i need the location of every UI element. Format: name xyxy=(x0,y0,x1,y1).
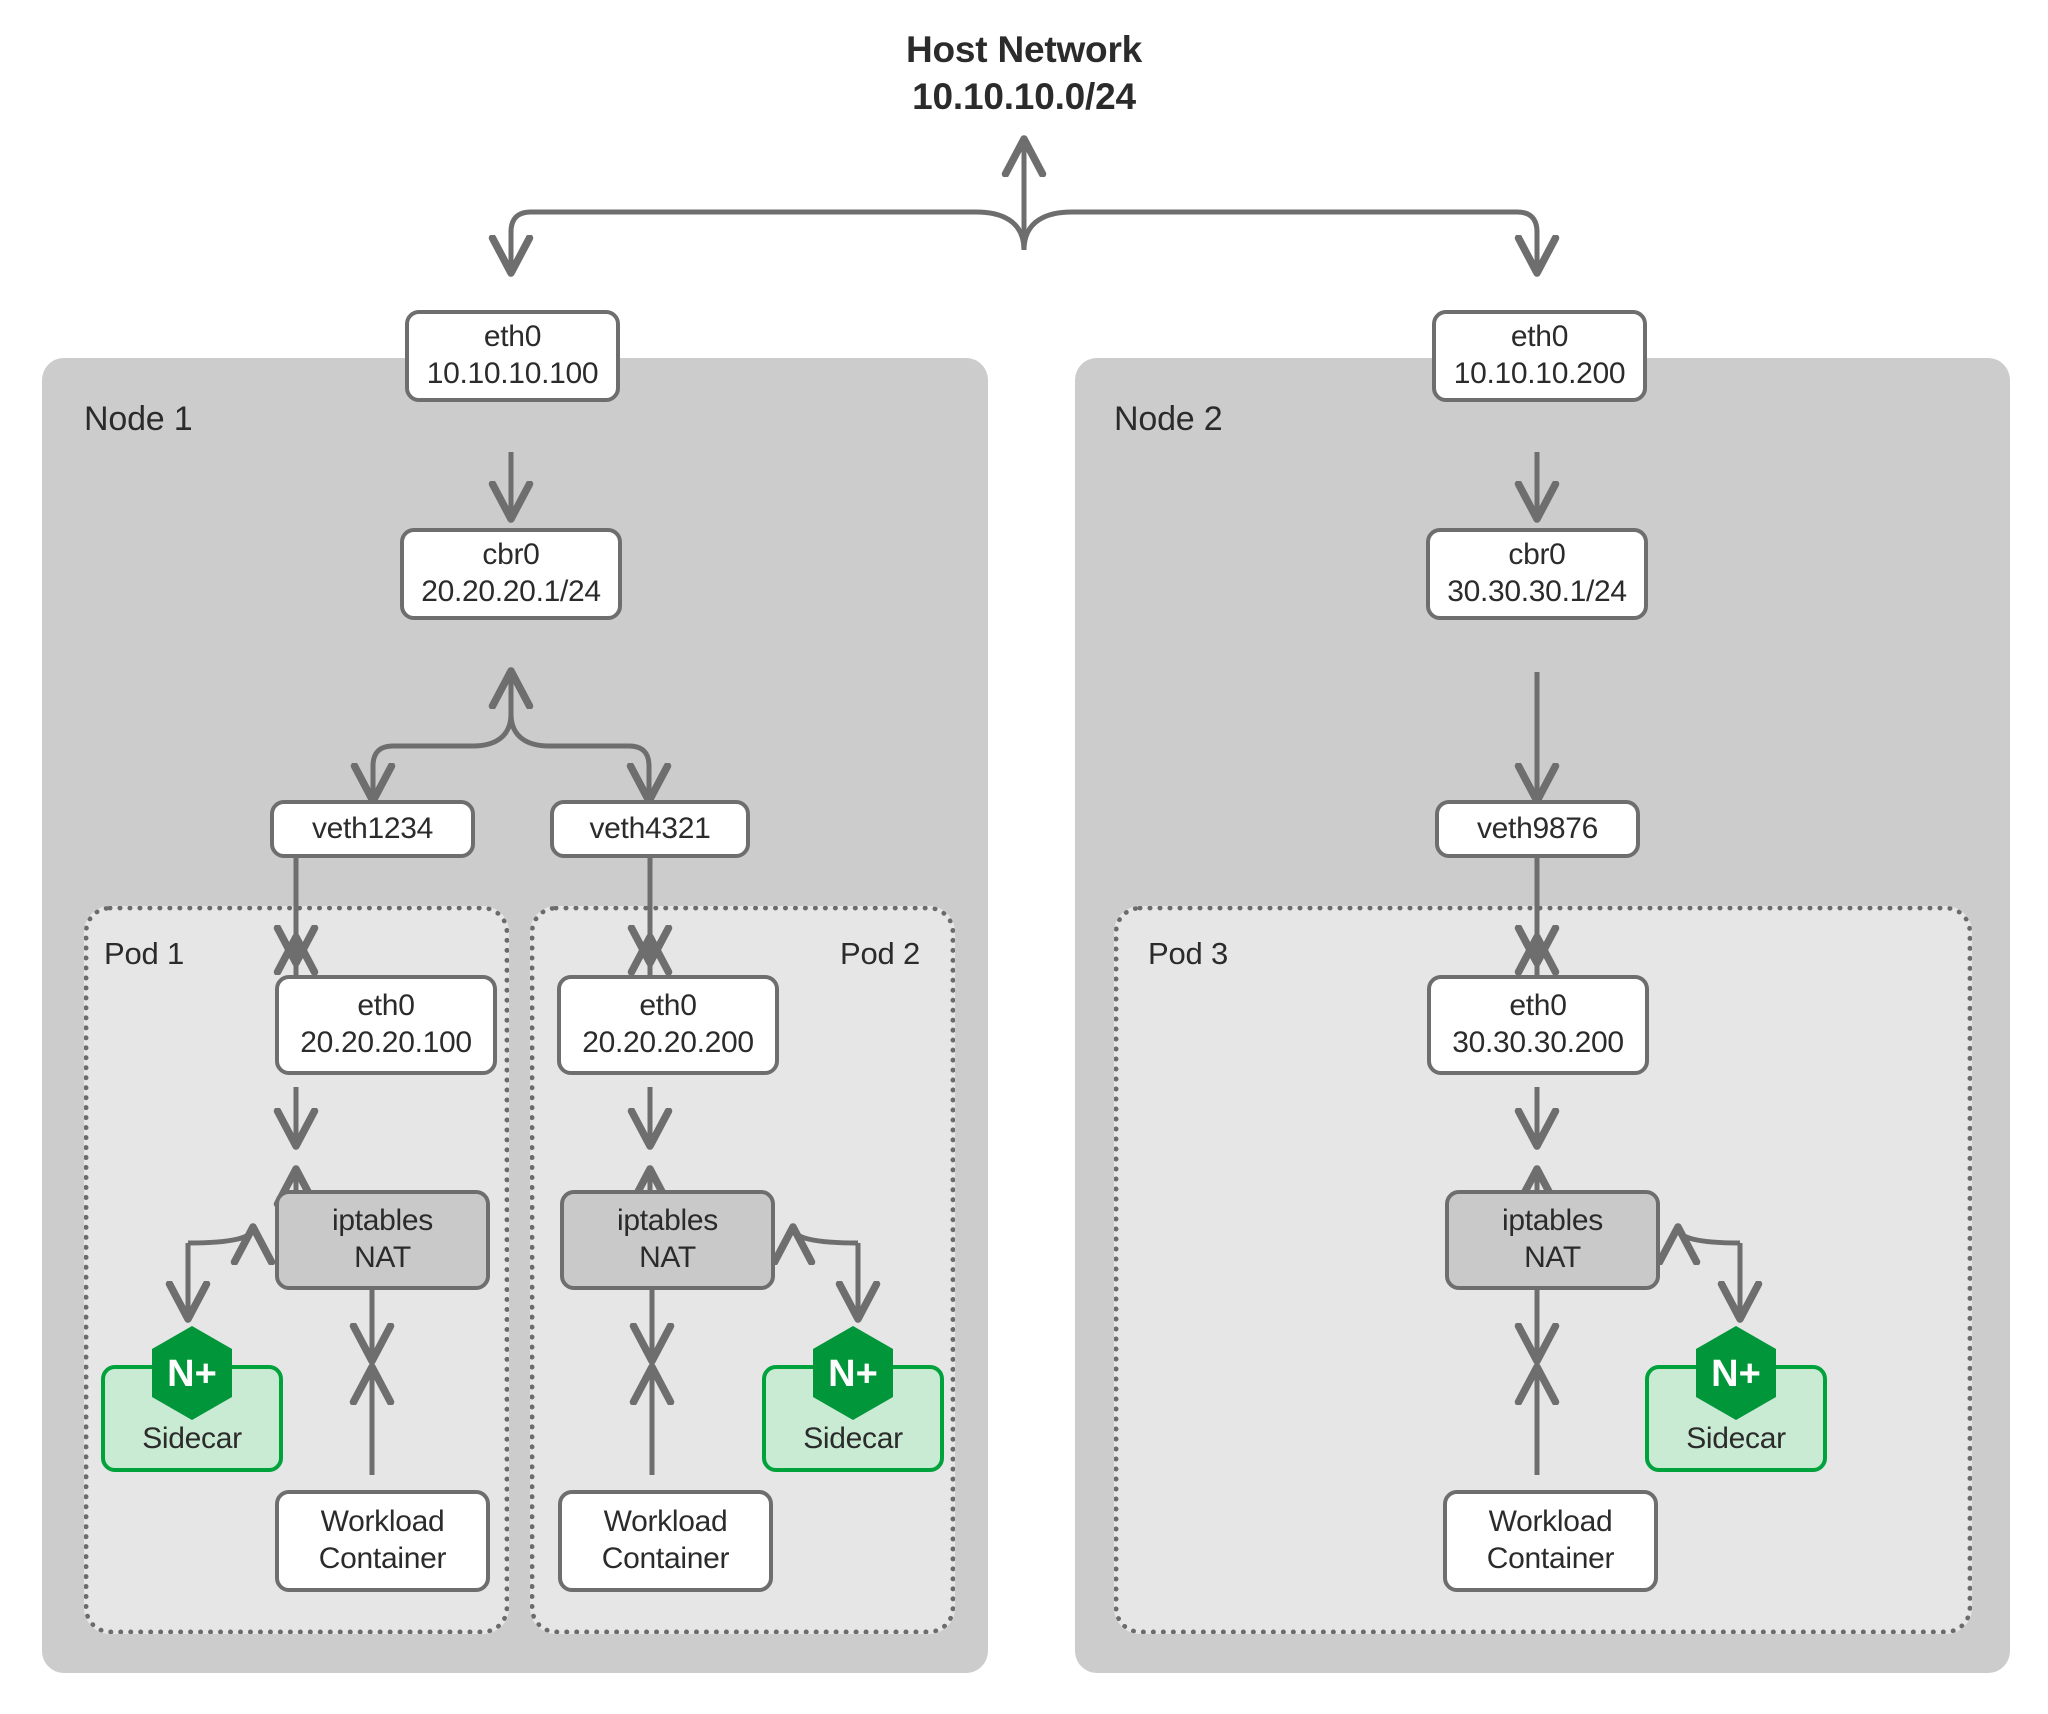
pod3-workload-line2: Container xyxy=(1486,1542,1615,1575)
node2-cbr0-ip: 30.30.30.1/24 xyxy=(1447,575,1627,608)
pod1-iptables-line2: NAT xyxy=(354,1241,411,1274)
pod1-sidecar-label: Sidecar xyxy=(142,1422,242,1455)
svg-text:N+: N+ xyxy=(828,1353,878,1395)
svg-text:N+: N+ xyxy=(1711,1353,1761,1395)
node2-cbr0-name: cbr0 xyxy=(1508,538,1566,572)
node1-eth0-ip: 10.10.10.100 xyxy=(426,357,599,390)
node1-cbr0-name: cbr0 xyxy=(482,538,540,572)
pod1-eth0-box[interactable]: eth0 20.20.20.100 xyxy=(275,975,497,1075)
pod3-workload-line1: Workload xyxy=(1488,1505,1613,1539)
host-network-title-line2: 10.10.10.0/24 xyxy=(912,76,1136,118)
pod2-iptables-line1: iptables xyxy=(616,1204,718,1238)
node2-eth0-ip: 10.10.10.200 xyxy=(1453,357,1626,390)
host-network-title: Host Network 10.10.10.0/24 xyxy=(0,26,2048,121)
node2-veth9876-label: veth9876 xyxy=(1476,811,1599,845)
node2-veth9876-box[interactable]: veth9876 xyxy=(1435,800,1640,858)
node-label-1: Node 1 xyxy=(84,400,193,438)
pod1-eth0-name: eth0 xyxy=(357,989,415,1023)
pod3-sidecar-label: Sidecar xyxy=(1686,1422,1786,1455)
node1-eth0-box[interactable]: eth0 10.10.10.100 xyxy=(405,310,620,402)
pod3-iptables-nat-box[interactable]: iptables NAT xyxy=(1445,1190,1660,1290)
pod2-workload-line1: Workload xyxy=(603,1505,728,1539)
host-network-title-line1: Host Network xyxy=(905,29,1143,70)
pod2-eth0-name: eth0 xyxy=(639,989,697,1023)
pod-label-3: Pod 3 xyxy=(1148,936,1229,971)
node2-eth0-box[interactable]: eth0 10.10.10.200 xyxy=(1432,310,1647,402)
pod3-iptables-line1: iptables xyxy=(1501,1204,1603,1238)
pod1-eth0-ip: 20.20.20.100 xyxy=(300,1026,472,1059)
node2-cbr0-box[interactable]: cbr0 30.30.30.1/24 xyxy=(1426,528,1648,620)
pod3-iptables-line2: NAT xyxy=(1524,1241,1581,1274)
pod1-workload-line1: Workload xyxy=(320,1505,445,1539)
pod3-eth0-ip: 30.30.30.200 xyxy=(1452,1026,1624,1059)
pod3-eth0-name: eth0 xyxy=(1509,989,1567,1023)
node1-cbr0-box[interactable]: cbr0 20.20.20.1/24 xyxy=(400,528,622,620)
pod1-workload-container-box[interactable]: Workload Container xyxy=(275,1490,490,1592)
nginx-plus-hexagon-icon: N+ xyxy=(149,1324,235,1422)
pod2-eth0-box[interactable]: eth0 20.20.20.200 xyxy=(557,975,779,1075)
nginx-plus-hexagon-icon: N+ xyxy=(1693,1324,1779,1422)
node1-veth4321-box[interactable]: veth4321 xyxy=(550,800,750,858)
node1-cbr0-ip: 20.20.20.1/24 xyxy=(421,575,601,608)
node1-veth1234-box[interactable]: veth1234 xyxy=(270,800,475,858)
pod2-iptables-line2: NAT xyxy=(639,1241,696,1274)
pod1-iptables-nat-box[interactable]: iptables NAT xyxy=(275,1190,490,1290)
pod1-workload-line2: Container xyxy=(318,1542,447,1575)
node1-eth0-name: eth0 xyxy=(483,320,542,354)
node1-veth1234-label: veth1234 xyxy=(311,811,434,845)
pod2-sidecar-label: Sidecar xyxy=(803,1422,903,1455)
pod2-workload-line2: Container xyxy=(601,1542,730,1575)
pod3-eth0-box[interactable]: eth0 30.30.30.200 xyxy=(1427,975,1649,1075)
pod2-workload-container-box[interactable]: Workload Container xyxy=(558,1490,773,1592)
nginx-plus-hexagon-icon: N+ xyxy=(810,1324,896,1422)
pod2-eth0-ip: 20.20.20.200 xyxy=(582,1026,754,1059)
pod3-workload-container-box[interactable]: Workload Container xyxy=(1443,1490,1658,1592)
node-label-2: Node 2 xyxy=(1114,400,1223,438)
pod1-iptables-line1: iptables xyxy=(331,1204,433,1238)
node2-eth0-name: eth0 xyxy=(1510,320,1569,354)
pod-label-2: Pod 2 xyxy=(840,936,921,971)
pod-label-1: Pod 1 xyxy=(104,936,185,971)
svg-text:N+: N+ xyxy=(167,1353,217,1395)
node1-veth4321-label: veth4321 xyxy=(589,811,711,845)
pod2-iptables-nat-box[interactable]: iptables NAT xyxy=(560,1190,775,1290)
